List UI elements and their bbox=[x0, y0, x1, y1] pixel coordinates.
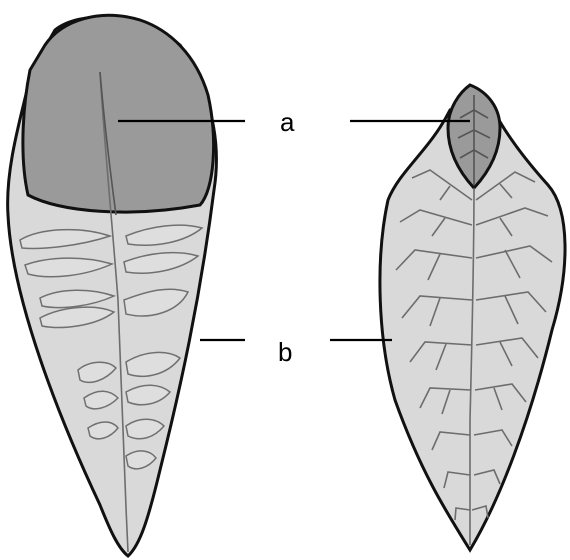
left-cap-region bbox=[23, 15, 214, 212]
label-a: a bbox=[280, 107, 295, 137]
right-specimen bbox=[380, 85, 565, 550]
label-b: b bbox=[278, 337, 292, 367]
left-specimen bbox=[8, 15, 217, 556]
